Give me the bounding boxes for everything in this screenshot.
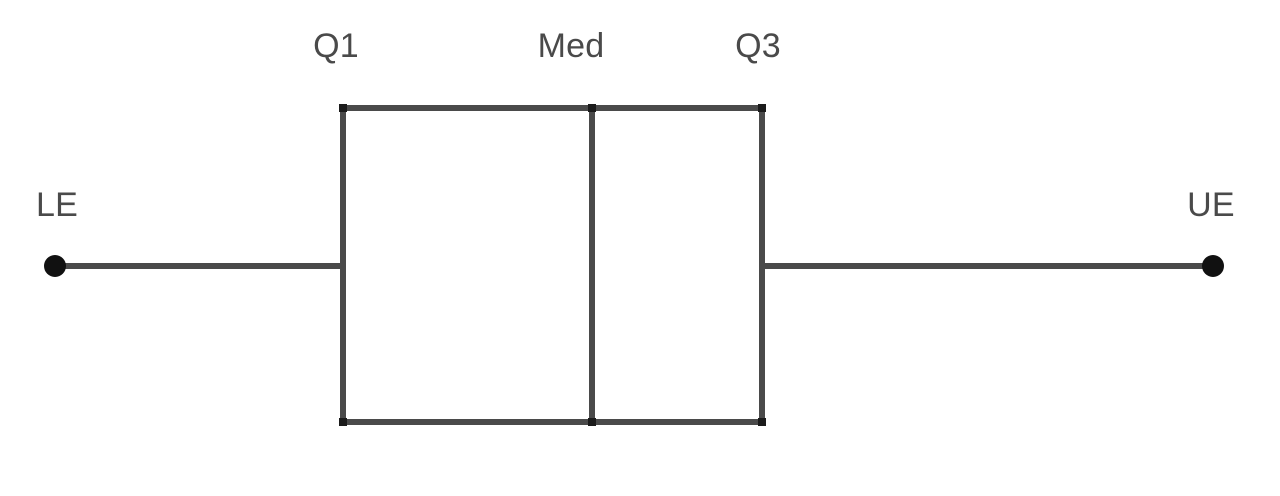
median-cap-bottom <box>588 418 596 426</box>
lower-extreme-marker <box>44 255 66 277</box>
label-q3: Q3 <box>735 27 781 65</box>
label-q1: Q1 <box>313 27 359 65</box>
box-corner-cap-top-left <box>339 104 347 112</box>
box-corner-cap-bottom-right <box>758 418 766 426</box>
interquartile-box <box>340 105 765 425</box>
median-cap-top <box>588 104 596 112</box>
box-corner-cap-top-right <box>758 104 766 112</box>
label-median: Med <box>537 27 605 65</box>
box-corner-cap-bottom-left <box>339 418 347 426</box>
upper-extreme-marker <box>1202 255 1224 277</box>
label-lower-extreme: LE <box>36 186 78 224</box>
label-upper-extreme: UE <box>1187 186 1235 224</box>
